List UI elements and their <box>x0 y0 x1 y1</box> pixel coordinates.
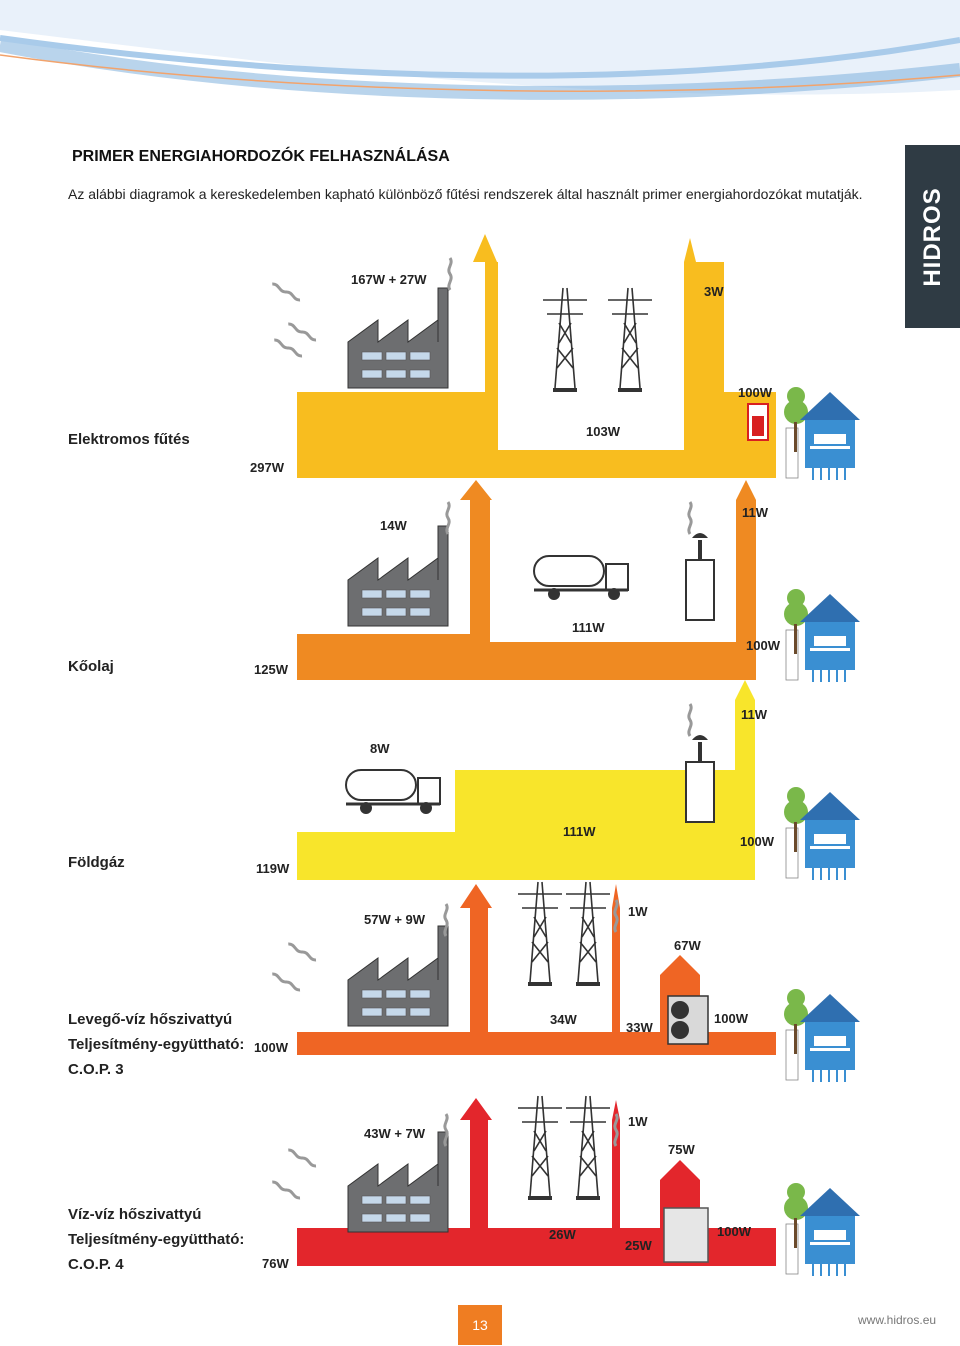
row-water-water <box>297 1095 861 1277</box>
flow-gas <box>297 680 755 880</box>
page-title: PRIMER ENERGIAHORDOZÓK FELHASZNÁLÁSA <box>72 148 450 165</box>
electric-delivered-value: 103W <box>586 424 620 439</box>
flow-air-water <box>297 884 776 1055</box>
air-water-input-value: 100W <box>254 1040 288 1055</box>
row-label-gas: Földgáz <box>68 854 125 871</box>
oil-delivered-value: 111W <box>572 620 605 635</box>
row-electric <box>297 234 861 481</box>
air-water-ambient-value: 67W <box>674 938 701 953</box>
row-oil <box>297 480 861 683</box>
intro-text: Az alábbi diagramok a kereskedelemben ka… <box>68 186 863 202</box>
water-water-pump-in-value: 25W <box>625 1238 652 1253</box>
row-gas <box>297 680 861 881</box>
water-water-ambient-value: 75W <box>668 1142 695 1157</box>
oil-loss-value: 14W <box>380 518 407 533</box>
electric-transport-loss-value: 3W <box>704 284 724 299</box>
flow-electric <box>297 234 776 478</box>
gas-chimney-loss-value: 11W <box>741 707 768 722</box>
oil-output-value: 100W <box>746 638 780 653</box>
electric-output-value: 100W <box>738 385 772 400</box>
row-air-water <box>297 881 861 1083</box>
water-water-loss-value: 43W + 7W <box>364 1126 426 1141</box>
website-link[interactable]: www.hidros.eu <box>858 1313 937 1327</box>
flow-oil <box>297 480 756 680</box>
brand-tab: HIDROS <box>905 145 960 328</box>
header-swoosh <box>0 0 960 100</box>
water-water-delivered-value: 26W <box>549 1227 576 1242</box>
row-label-oil: Kőolaj <box>68 658 114 675</box>
air-water-transport-loss-value: 1W <box>628 904 648 919</box>
oil-input-value: 125W <box>254 662 288 677</box>
row-label-electric: Elektromos fűtés <box>68 431 190 448</box>
electric-input-value: 297W <box>250 460 284 475</box>
gas-loss-value: 8W <box>370 741 390 756</box>
flow-water-water <box>297 1098 776 1266</box>
water-water-input-value: 76W <box>262 1256 289 1271</box>
air-water-pump-in-value: 33W <box>626 1020 653 1035</box>
water-water-output-value: 100W <box>717 1224 751 1239</box>
air-water-output-value: 100W <box>714 1011 748 1026</box>
water-water-transport-loss-value: 1W <box>628 1114 648 1129</box>
electric-loss-value: 167W + 27W <box>351 272 427 287</box>
air-water-loss-value: 57W + 9W <box>364 912 426 927</box>
gas-output-value: 100W <box>740 834 774 849</box>
gas-delivered-value: 111W <box>563 824 596 839</box>
air-water-delivered-value: 34W <box>550 1012 577 1027</box>
gas-input-value: 119W <box>256 861 290 876</box>
page-number: 13 <box>458 1305 502 1345</box>
oil-chimney-loss-value: 11W <box>742 505 769 520</box>
